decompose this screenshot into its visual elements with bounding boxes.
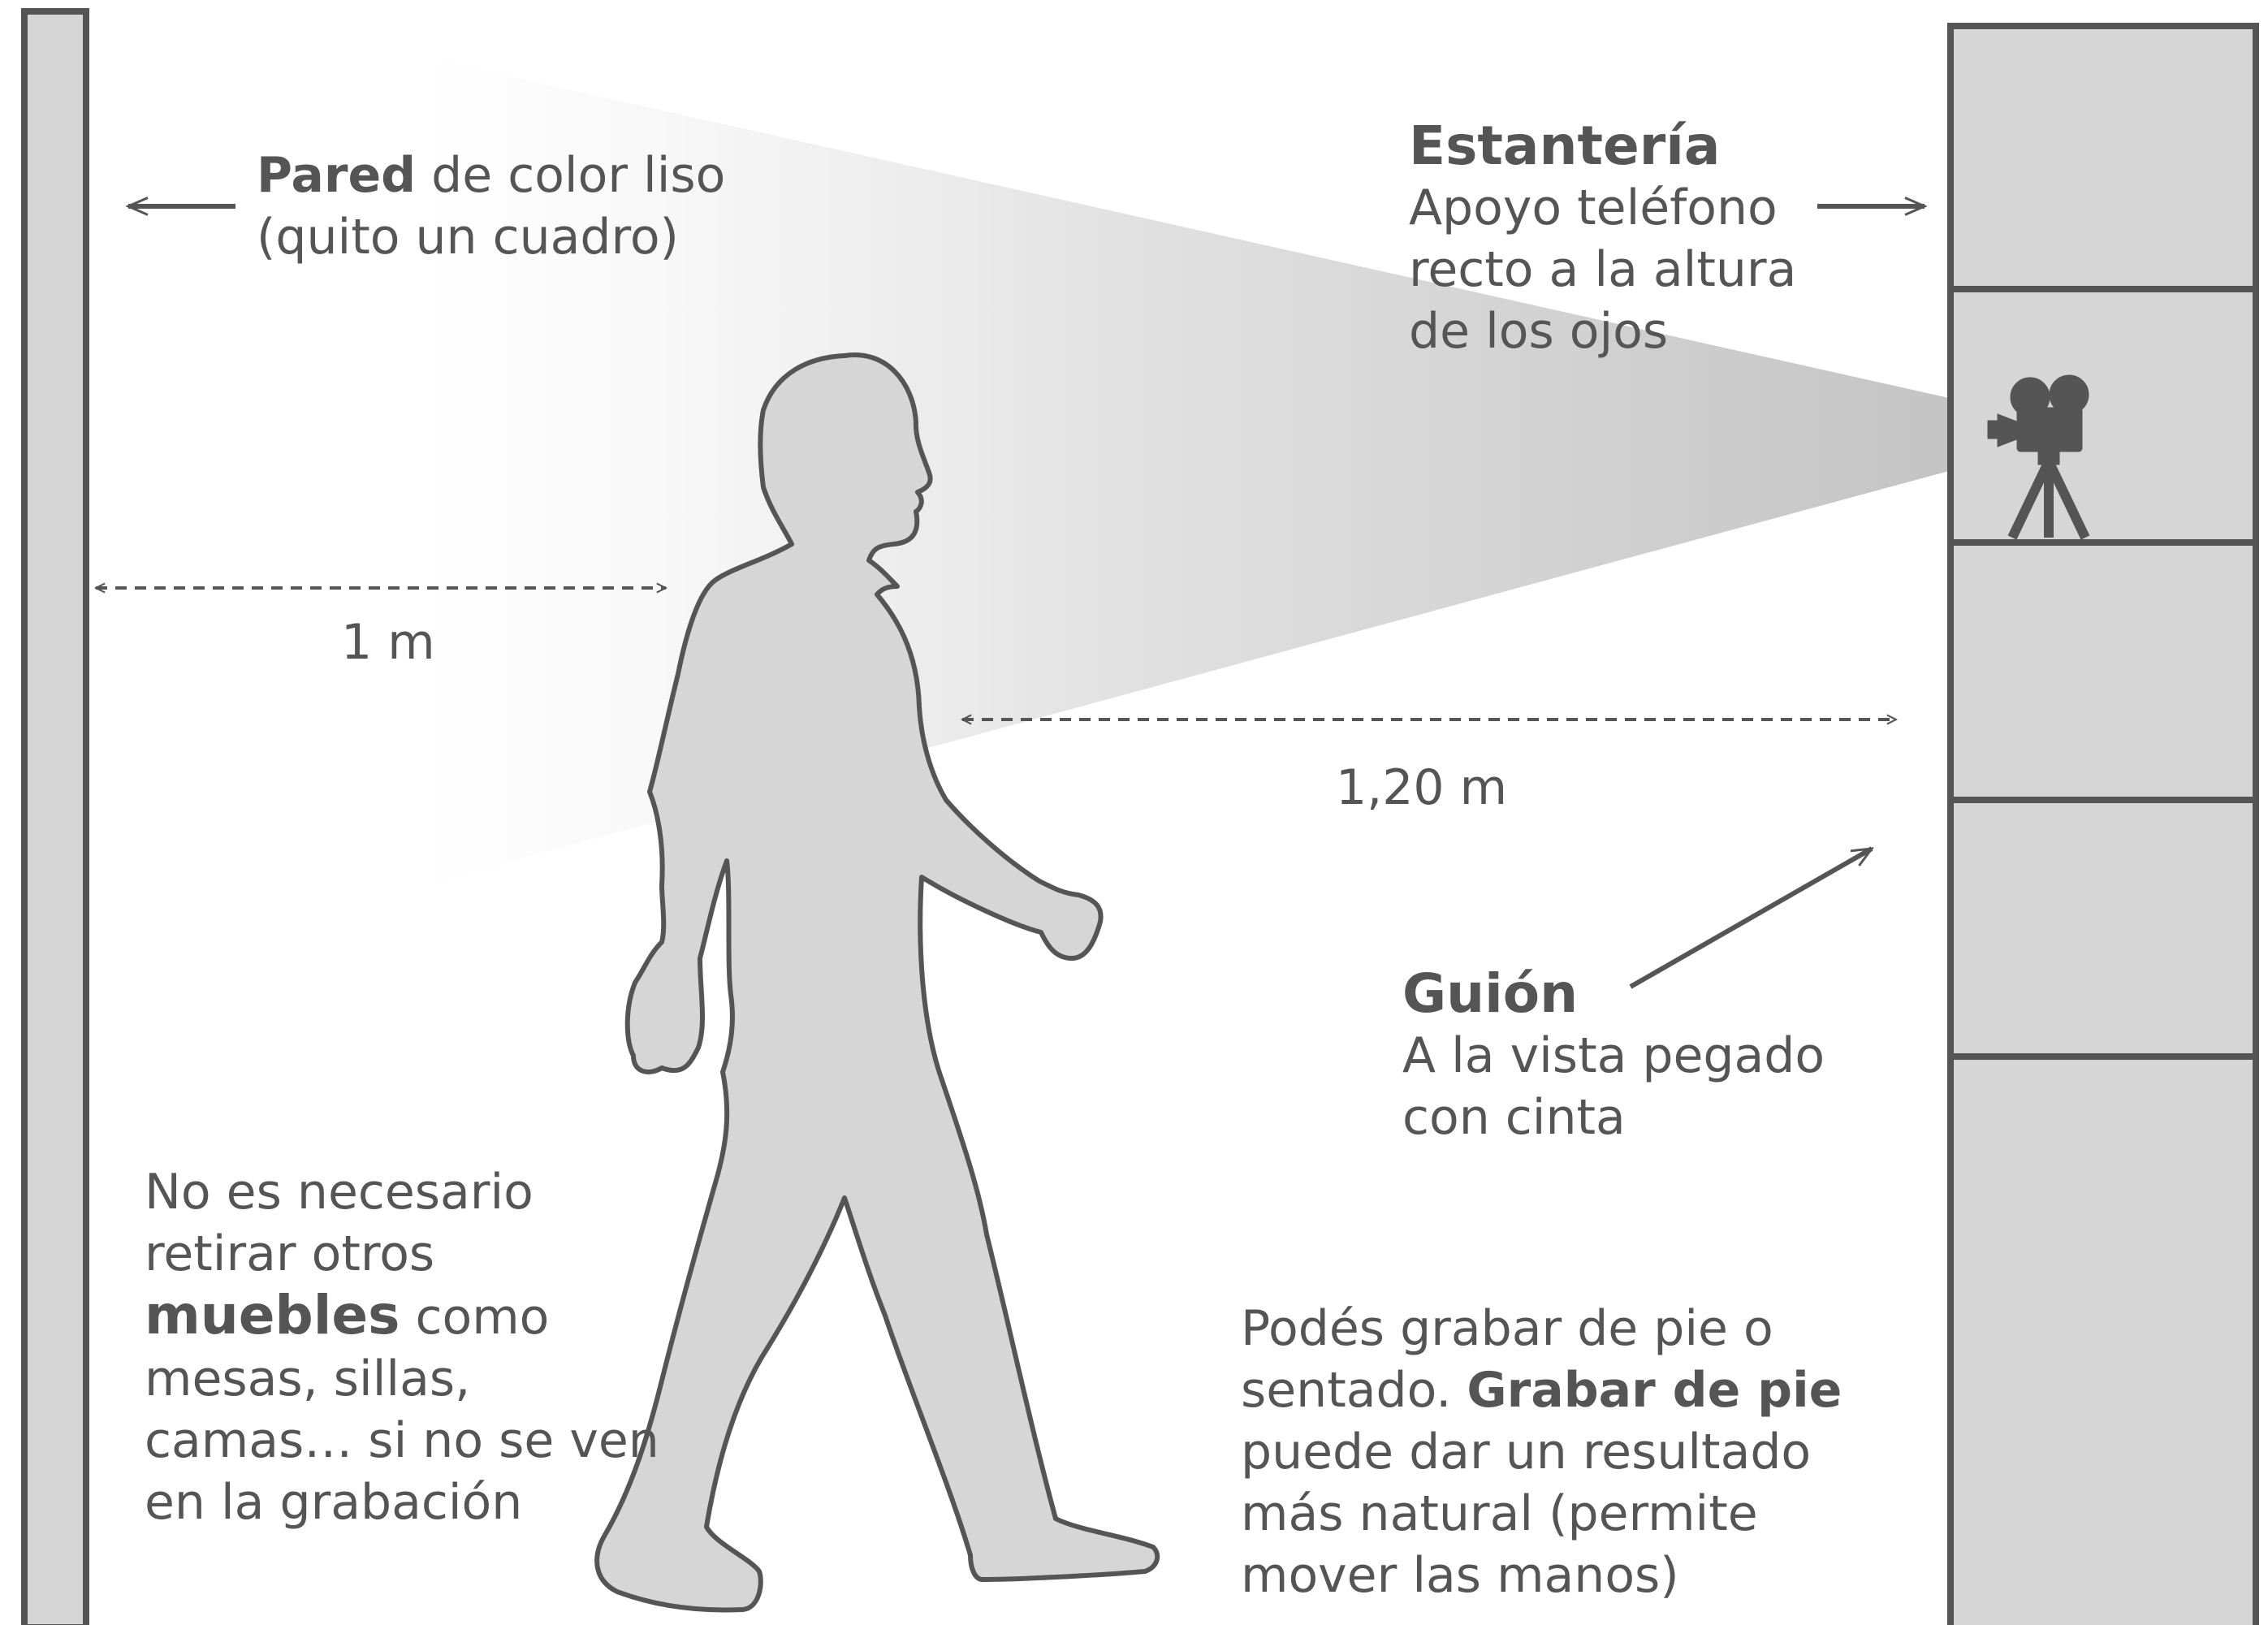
standing-line3: puede dar un resultado xyxy=(1241,1424,1812,1480)
shelf-line3: de los ojos xyxy=(1409,303,1669,360)
script-note-title: Guión xyxy=(1402,962,1579,1025)
standing-line1: Podés grabar de pie o xyxy=(1241,1300,1773,1357)
shelf-label: Estantería Apoyo teléfono recto a la alt… xyxy=(1409,115,1796,362)
furniture-line3-rest: como xyxy=(400,1289,550,1346)
distance-label-120m: 1,20 m xyxy=(1336,759,1508,816)
standing-line4: más natural (permite xyxy=(1241,1485,1758,1542)
wall xyxy=(21,8,89,1625)
furniture-line5: camas… si no se ven xyxy=(145,1412,659,1469)
furniture-line6: en la grabación xyxy=(145,1474,523,1531)
script-arrow-icon xyxy=(1629,846,1872,989)
shelf-line1: Apoyo teléfono xyxy=(1409,179,1778,236)
standing-line2-bold: Grabar de pie xyxy=(1467,1362,1842,1419)
wall-label-line2: (quito un cuadro) xyxy=(257,209,679,266)
wall-label-bold: Pared xyxy=(257,147,417,204)
furniture-line4: mesas, sillas, xyxy=(145,1351,471,1407)
wall-label-rest: de color liso xyxy=(416,147,726,204)
furniture-line3-bold: muebles xyxy=(145,1284,400,1346)
furniture-line1: No es necesario xyxy=(145,1164,534,1221)
standing-line5: mover las manos) xyxy=(1241,1547,1679,1604)
script-note-line1: A la vista pegado xyxy=(1402,1027,1825,1084)
shelf-line2: recto a la altura xyxy=(1409,241,1797,298)
furniture-note: No es necesario retirar otros muebles co… xyxy=(145,1161,659,1533)
shelving-unit xyxy=(1947,23,2259,1625)
standing-note: Podés grabar de pie o sentado. Grabar de… xyxy=(1241,1298,1842,1606)
furniture-line2: retirar otros xyxy=(145,1225,435,1282)
wall-label: Pared de color liso (quito un cuadro) xyxy=(257,145,725,268)
script-note: Guión A la vista pegado con cinta xyxy=(1402,963,1825,1148)
standing-line2-rest: sentado. xyxy=(1241,1362,1467,1419)
person-silhouette xyxy=(594,352,1160,1613)
shelf-title: Estantería xyxy=(1409,115,1721,177)
script-note-line2: con cinta xyxy=(1402,1089,1626,1146)
distance-label-1m: 1 m xyxy=(341,614,435,671)
movie-camera-icon xyxy=(1987,374,2090,540)
